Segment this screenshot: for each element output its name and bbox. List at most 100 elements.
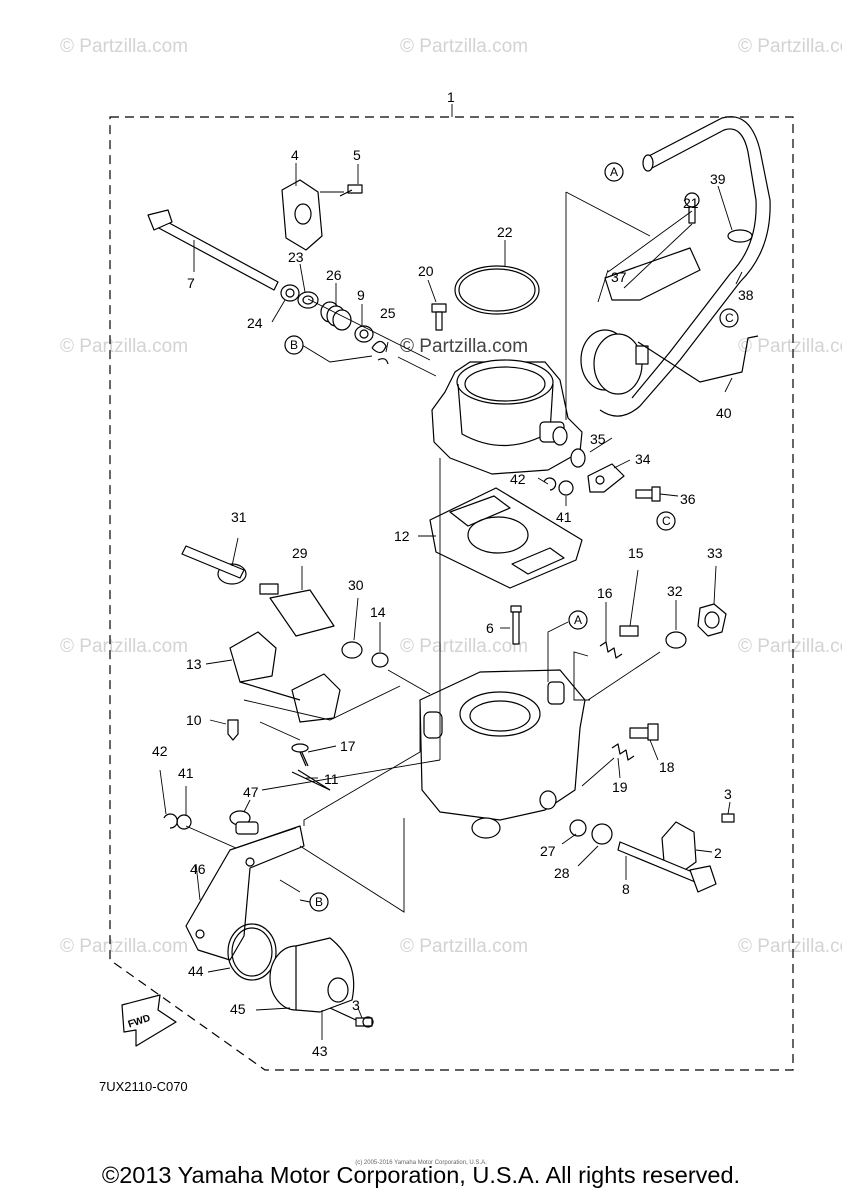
collar-28 <box>591 823 613 845</box>
clip-41-upper <box>558 480 574 496</box>
ref-b-lower: B <box>315 895 323 909</box>
callout-26: 26 <box>326 267 342 283</box>
spring-26 <box>320 301 352 331</box>
callout-18: 18 <box>659 759 675 775</box>
pilot-valve-29 <box>181 545 335 637</box>
watermark-center: © Partzilla.com <box>400 336 528 357</box>
leader-lines <box>159 163 743 1040</box>
throttle-plate <box>281 179 323 251</box>
washer-23 <box>297 291 319 309</box>
callout-42-lower: 42 <box>152 743 168 759</box>
screw-3-upper <box>721 813 735 823</box>
callout-37: 37 <box>611 269 627 285</box>
callout-41-lower: 41 <box>178 765 194 781</box>
screw-6 <box>510 605 522 645</box>
callout-20: 20 <box>418 263 434 279</box>
assembly-boundary <box>109 116 794 1071</box>
callout-23: 23 <box>288 249 304 265</box>
callout-28: 28 <box>554 865 570 881</box>
o-ring-22 <box>454 265 540 315</box>
callouts: 1 4 5 7 23 24 26 9 25 22 20 21 39 37 38 … <box>152 89 754 1059</box>
ref-c-lower: C <box>662 514 671 528</box>
callout-3-lower: 3 <box>352 997 360 1013</box>
watermark: © Partzilla.com <box>738 636 842 657</box>
diagram-code: 7UX2110-C070 <box>99 1079 188 1094</box>
callout-24: 24 <box>247 315 263 331</box>
carburetor-body <box>419 669 586 839</box>
screw-3-lower <box>355 1016 374 1028</box>
clip-42-lower <box>163 813 178 829</box>
spring-19 <box>611 743 635 761</box>
gasket-12 <box>429 487 583 589</box>
throttle-shaft <box>147 209 279 291</box>
callout-33: 33 <box>707 545 723 561</box>
callout-25: 25 <box>380 305 396 321</box>
screw-36 <box>635 486 661 502</box>
callout-46: 46 <box>190 861 206 877</box>
o-ring-44 <box>227 923 277 981</box>
needle-valve-10 <box>227 719 239 741</box>
callout-10: 10 <box>186 712 202 728</box>
watermark: © Partzilla.com <box>738 336 842 357</box>
callout-44: 44 <box>188 963 204 979</box>
callout-13: 13 <box>186 656 202 672</box>
callout-35: 35 <box>590 431 606 447</box>
spring-16 <box>599 641 623 659</box>
float-13 <box>229 631 341 723</box>
reference-markers: A B C C A B <box>284 162 739 912</box>
washer-32 <box>665 631 687 649</box>
callout-21: 21 <box>683 195 699 211</box>
watermark: © Partzilla.com <box>400 936 528 957</box>
watermark: © Partzilla.com <box>60 636 188 657</box>
watermarks: © Partzilla.com © Partzilla.com © Partzi… <box>60 36 842 957</box>
callout-7: 7 <box>187 275 195 291</box>
watermark: © Partzilla.com <box>60 336 188 357</box>
callout-31: 31 <box>231 509 247 525</box>
ref-c-upper: C <box>725 311 734 325</box>
screw-17 <box>291 743 309 767</box>
callout-27: 27 <box>540 843 556 859</box>
throttle-body <box>431 359 583 475</box>
callout-34: 34 <box>635 451 651 467</box>
callout-2: 2 <box>714 845 722 861</box>
watermark: © Partzilla.com <box>60 936 188 957</box>
ref-b-upper: B <box>290 338 298 352</box>
choke-actuator-37 <box>580 247 701 395</box>
link-rod-40 <box>637 335 759 383</box>
callout-12: 12 <box>394 528 410 544</box>
screw-5 <box>339 184 363 197</box>
callout-36: 36 <box>680 491 696 507</box>
clip-25 <box>371 340 389 365</box>
callout-32: 32 <box>667 583 683 599</box>
screw-15 <box>619 625 639 637</box>
callout-9: 9 <box>357 287 365 303</box>
callout-3-upper: 3 <box>724 786 732 802</box>
vent-hose-38 <box>599 116 771 417</box>
callout-41-upper: 41 <box>556 509 572 525</box>
small-copyright-note: (c) 2005-2016 Yamaha Motor Corporation, … <box>355 1160 487 1166</box>
callout-47: 47 <box>243 784 259 800</box>
callout-43: 43 <box>312 1043 328 1059</box>
callout-30: 30 <box>348 577 364 593</box>
lever-34 <box>587 463 625 493</box>
watermark: © Partzilla.com <box>738 36 842 57</box>
jet-14 <box>371 652 389 668</box>
clip-41-lower <box>176 814 192 830</box>
callout-38: 38 <box>738 287 754 303</box>
enrichener-43 <box>269 937 357 1021</box>
callout-39: 39 <box>710 171 726 187</box>
screw-18 <box>629 723 659 741</box>
watermark: © Partzilla.com <box>60 36 188 57</box>
clamp-39 <box>727 229 753 243</box>
washer-30 <box>341 641 363 659</box>
copyright-notice: ©2013 Yamaha Motor Corporation, U.S.A. A… <box>101 1162 741 1188</box>
callout-4: 4 <box>291 147 299 163</box>
clip-42-upper <box>543 477 557 491</box>
callout-15: 15 <box>628 545 644 561</box>
callout-8: 8 <box>622 881 630 897</box>
shaft-8 <box>617 841 717 893</box>
collar-35 <box>570 448 586 468</box>
watermark: © Partzilla.com <box>400 36 528 57</box>
drain-plug-33 <box>697 603 727 637</box>
